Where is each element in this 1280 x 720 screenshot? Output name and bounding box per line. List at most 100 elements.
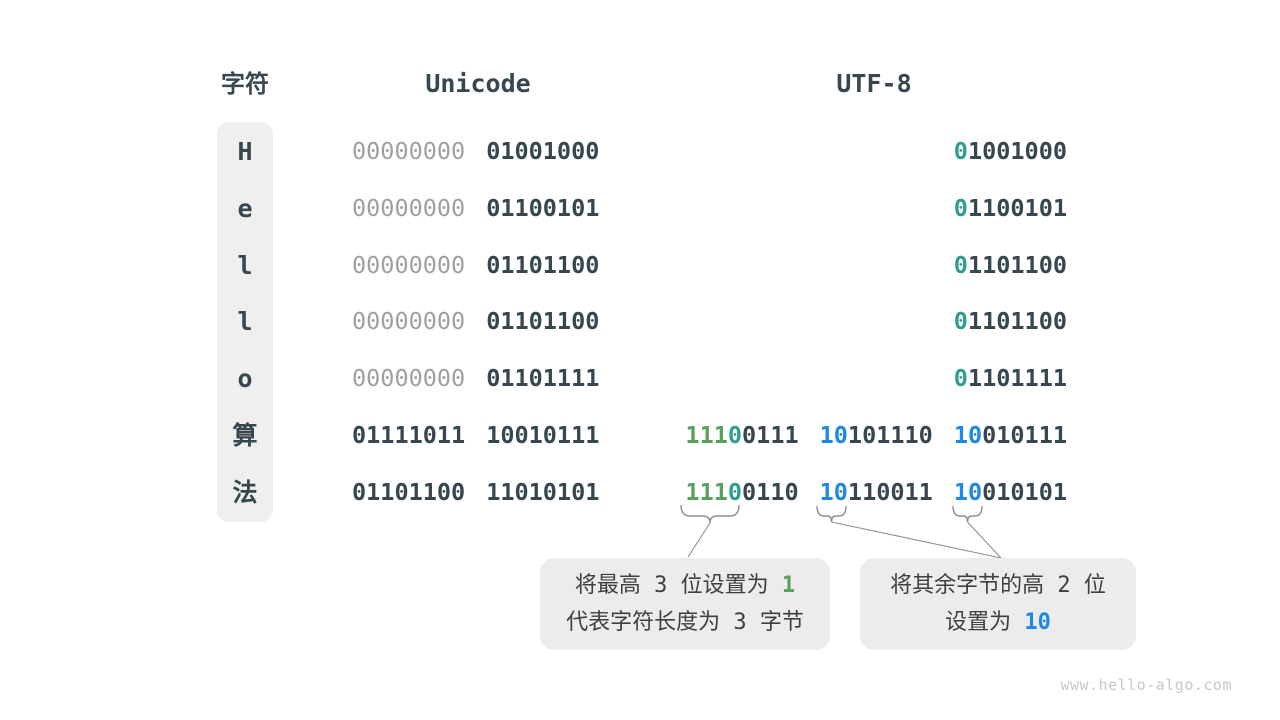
column-header-char: 字符 bbox=[221, 70, 269, 98]
binary-byte: 01001000 bbox=[486, 135, 599, 168]
binary-byte: 01100101 bbox=[954, 192, 1067, 225]
callout-line: 设置为 10 bbox=[860, 606, 1136, 639]
bit-segment-dark: 110011 bbox=[847, 478, 933, 506]
callout-segment: 设置为 bbox=[945, 610, 1012, 635]
bit-segment-dark: 11010101 bbox=[486, 478, 600, 506]
binary-byte: 00000000 bbox=[352, 192, 465, 225]
watermark: www.hello-algo.com bbox=[1060, 676, 1232, 694]
binary-byte: 01101100 bbox=[954, 305, 1067, 338]
binary-byte: 10110011 bbox=[820, 476, 933, 509]
binary-byte: 01101100 bbox=[486, 305, 599, 338]
bit-segment-dark: 01001000 bbox=[486, 137, 600, 165]
bit-segment-gray: 00000000 bbox=[352, 364, 466, 392]
callout-line: 将其余字节的高 2 位 bbox=[860, 569, 1136, 602]
bit-segment-dark: 01101100 bbox=[486, 251, 600, 279]
utf8-bytes: 01101100 bbox=[954, 305, 1067, 338]
bit-segment-dark: 1101100 bbox=[967, 307, 1067, 335]
connector-line-1 bbox=[687, 522, 711, 558]
bit-segment-dark: 1001000 bbox=[967, 137, 1067, 165]
callout-3-byte-prefix: 将最高 3 位设置为 1 代表字符长度为 3 字节 bbox=[540, 558, 830, 650]
bit-segment-teal: 0 bbox=[727, 478, 743, 506]
callout-line: 代表字符长度为 3 字节 bbox=[540, 606, 830, 639]
bit-segment-dark: 01101111 bbox=[486, 364, 600, 392]
binary-byte: 10010101 bbox=[954, 476, 1067, 509]
bit-segment-dark: 1101100 bbox=[967, 251, 1067, 279]
callout-segment: 位设置为 bbox=[680, 573, 769, 598]
bit-segment-dark: 10010111 bbox=[486, 421, 600, 449]
character-cell: e bbox=[237, 194, 253, 223]
character-cell: H bbox=[237, 137, 253, 166]
bit-segment-dark: 1101111 bbox=[967, 364, 1067, 392]
binary-byte: 00000000 bbox=[352, 362, 465, 395]
binary-byte: 01111011 bbox=[352, 419, 465, 452]
bit-segment-green: 111 bbox=[685, 478, 728, 506]
binary-byte: 01101111 bbox=[954, 362, 1067, 395]
bit-segment-dark: 01101100 bbox=[486, 307, 600, 335]
bit-segment-dark: 01100101 bbox=[486, 194, 600, 222]
utf8-bytes: 01101111 bbox=[954, 362, 1067, 395]
bit-segment-teal: 0 bbox=[953, 251, 968, 279]
binary-byte: 01101100 bbox=[352, 476, 465, 509]
unicode-bytes: 00000000 01001000 bbox=[352, 135, 599, 168]
character-cell: o bbox=[237, 364, 253, 393]
character-cell: 算 bbox=[232, 421, 258, 450]
callout-segment: 1 bbox=[768, 573, 796, 598]
binary-byte: 11100111 bbox=[685, 419, 798, 452]
character-cell: l bbox=[237, 251, 253, 280]
column-header-unicode: Unicode bbox=[425, 69, 531, 98]
bit-segment-dark: 010111 bbox=[982, 421, 1067, 449]
bit-segment-teal: 0 bbox=[953, 194, 968, 222]
bit-segment-dark: 0110 bbox=[742, 478, 799, 506]
utf8-bytes: 01100101 bbox=[954, 192, 1067, 225]
callout-line: 将最高 3 位设置为 1 bbox=[540, 569, 830, 602]
bit-segment-teal: 0 bbox=[953, 137, 968, 165]
bit-segment-gray: 00000000 bbox=[352, 307, 466, 335]
utf8-bytes: 01101100 bbox=[954, 249, 1067, 282]
bit-segment-dark: 010101 bbox=[982, 478, 1067, 506]
bit-segment-gray: 00000000 bbox=[352, 251, 466, 279]
callout-segment: 10 bbox=[1011, 610, 1051, 635]
character-cell: 法 bbox=[232, 478, 258, 507]
bit-segment-blue: 10 bbox=[819, 421, 848, 449]
callout-segment: 2 bbox=[1044, 573, 1084, 598]
unicode-bytes: 00000000 01101111 bbox=[352, 362, 599, 395]
unicode-bytes: 00000000 01100101 bbox=[352, 192, 599, 225]
binary-byte: 10101110 bbox=[820, 419, 933, 452]
callout-segment: 3 bbox=[720, 610, 760, 635]
unicode-bytes: 00000000 01101100 bbox=[352, 305, 599, 338]
bit-segment-gray: 00000000 bbox=[352, 137, 466, 165]
connector-line-2 bbox=[831, 521, 1002, 559]
bit-segment-gray: 00000000 bbox=[352, 194, 466, 222]
bit-segment-blue: 10 bbox=[953, 421, 983, 449]
bit-segment-dark: 0111 bbox=[742, 421, 799, 449]
bit-segment-green: 111 bbox=[685, 421, 728, 449]
bit-segment-blue: 10 bbox=[953, 478, 983, 506]
callout-continuation-prefix: 将其余字节的高 2 位设置为 10 bbox=[860, 558, 1136, 650]
binary-byte: 10010111 bbox=[486, 419, 599, 452]
bit-segment-dark: 1100101 bbox=[967, 194, 1067, 222]
binary-byte: 00000000 bbox=[352, 249, 465, 282]
bit-segment-dark: 01101100 bbox=[352, 478, 466, 506]
binary-byte: 01101111 bbox=[486, 362, 599, 395]
binary-byte: 01101100 bbox=[954, 249, 1067, 282]
unicode-bytes: 01101100 11010101 bbox=[352, 476, 599, 509]
bit-segment-dark: 101110 bbox=[847, 421, 933, 449]
callout-segment: 将最高 bbox=[574, 573, 641, 598]
bit-segment-teal: 0 bbox=[953, 307, 968, 335]
binary-byte: 01101100 bbox=[486, 249, 599, 282]
callout-segment: 3 bbox=[640, 573, 681, 598]
binary-byte: 01001000 bbox=[954, 135, 1067, 168]
column-header-utf8: UTF-8 bbox=[836, 69, 912, 98]
bit-segment-teal: 0 bbox=[953, 364, 968, 392]
callout-segment: 字节 bbox=[759, 610, 804, 635]
callout-segment: 将其余字节的高 bbox=[890, 573, 1045, 598]
bit-segment-blue: 10 bbox=[819, 478, 848, 506]
